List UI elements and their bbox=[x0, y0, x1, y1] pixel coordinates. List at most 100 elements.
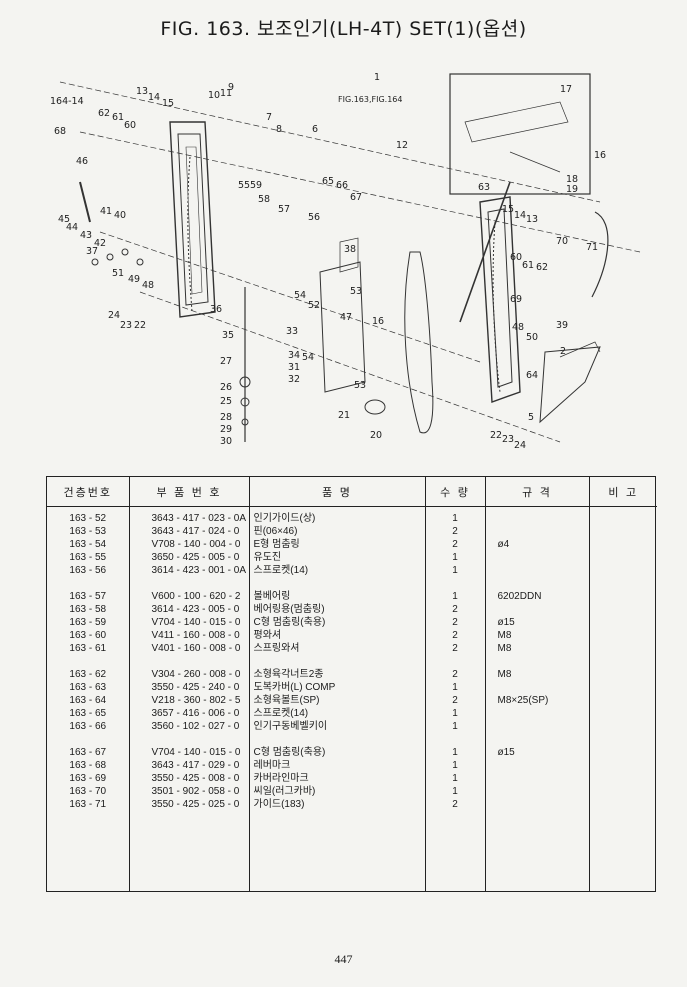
table-cell-part-name: 카버라인마크 bbox=[253, 773, 309, 784]
table-cell-code: 163 - 66 bbox=[69, 721, 107, 732]
table-cell-part-name: 볼베어링 bbox=[253, 591, 291, 602]
table-cell-part-number: V704 - 140 - 015 - 0 bbox=[151, 747, 241, 758]
callout-label: 68 bbox=[54, 126, 66, 137]
table-cell-part-name: 인기구동베벨키이 bbox=[253, 721, 328, 732]
table-cell-part-name: 소형육볼트(SP) bbox=[253, 695, 320, 706]
table-cell-quantity: 2 bbox=[452, 617, 458, 628]
table-cell-spec: M8×25(SP) bbox=[497, 695, 549, 706]
callout-label: 42 bbox=[94, 238, 106, 249]
callout-label: 164-14 bbox=[50, 96, 84, 107]
table-cell-code: 163 - 65 bbox=[69, 708, 107, 719]
table-cell-part-number: V304 - 260 - 008 - 0 bbox=[151, 669, 241, 680]
table-cell-part-number: 3643 - 417 - 023 - 0A bbox=[151, 513, 247, 524]
callout-label: 16 bbox=[594, 150, 606, 161]
group-spacer bbox=[498, 577, 589, 590]
callout-label: 51 bbox=[112, 268, 124, 279]
callout-ref-label: FIG.163,FIG.164 bbox=[338, 95, 403, 104]
callout-label: 21 bbox=[338, 410, 350, 421]
table-cell-part-number: 3550 - 425 - 008 - 0 bbox=[151, 773, 240, 784]
callout-label: 7 bbox=[266, 112, 272, 123]
table-cell-part-number: 3650 - 425 - 005 - 0 bbox=[151, 552, 240, 563]
table-cell-part-number: 3657 - 416 - 006 - 0 bbox=[151, 708, 240, 719]
table-cell-part-number: V401 - 160 - 008 - 0 bbox=[151, 643, 241, 654]
table-cell-code: 163 - 57 bbox=[69, 591, 107, 602]
callout-label: 5 bbox=[528, 412, 534, 423]
callout-label: 6 bbox=[312, 124, 318, 135]
callout-label: 15 bbox=[502, 204, 514, 215]
table-cell-spec bbox=[498, 720, 589, 733]
callout-label: 13 bbox=[526, 214, 538, 225]
callout-label: 34 bbox=[288, 350, 300, 361]
callout-label: 36 bbox=[210, 304, 222, 315]
table-cell-code: 163 - 54 bbox=[69, 539, 107, 550]
table-cell-code: 163 - 59 bbox=[69, 617, 107, 628]
group-spacer bbox=[254, 655, 425, 668]
table-cell-part-number: 3550 - 425 - 240 - 0 bbox=[151, 682, 240, 693]
callout-label: 31 bbox=[288, 362, 300, 373]
page-number: 447 bbox=[334, 952, 353, 966]
table-cell-quantity: 2 bbox=[452, 799, 458, 810]
table-cell-quantity: 2 bbox=[452, 630, 458, 641]
table-cell-part-number: 3614 - 423 - 001 - 0A bbox=[151, 565, 247, 576]
table-cell-part-name: 소형육각너트2종 bbox=[253, 669, 324, 680]
group-spacer bbox=[47, 577, 129, 590]
column-header-code: 건층번호 bbox=[47, 477, 130, 507]
table-cell-part-number: 3560 - 102 - 027 - 0 bbox=[151, 721, 240, 732]
callout-label: 49 bbox=[128, 274, 140, 285]
callout-label: 50 bbox=[526, 332, 538, 343]
callout-label: 65 bbox=[322, 176, 334, 187]
table-cell-code: 163 - 69 bbox=[69, 773, 107, 784]
callout-label: 30 bbox=[220, 436, 232, 447]
column-header-part-no: 부 품 번 호 bbox=[129, 477, 250, 507]
table-cell-code: 163 - 62 bbox=[69, 669, 107, 680]
table-cell-code: 163 - 70 bbox=[69, 786, 107, 797]
table-cell-code: 163 - 68 bbox=[69, 760, 107, 771]
table-cell-part-name: 레버마크 bbox=[253, 760, 291, 771]
table-cell-code: 163 - 60 bbox=[69, 630, 107, 641]
group-spacer bbox=[426, 577, 485, 590]
callout-label: 23 bbox=[502, 434, 514, 445]
callout-label: 57 bbox=[278, 204, 290, 215]
group-spacer bbox=[152, 733, 249, 746]
callout-label: 62 bbox=[536, 262, 548, 273]
table-cell-quantity: 2 bbox=[452, 539, 458, 550]
callout-label: 44 bbox=[66, 222, 78, 233]
callout-label: 46 bbox=[76, 156, 88, 167]
table-cell-spec bbox=[498, 772, 589, 785]
table-cell-part-number: V704 - 140 - 015 - 0 bbox=[151, 617, 241, 628]
group-spacer bbox=[498, 655, 589, 668]
table-cell-code: 163 - 55 bbox=[69, 552, 107, 563]
callout-label: 43 bbox=[80, 230, 92, 241]
table-cell-quantity: 1 bbox=[452, 513, 458, 524]
table-cell-part-name: 유도진 bbox=[253, 552, 282, 563]
table-cell-quantity: 2 bbox=[452, 695, 458, 706]
callout-label: 16 bbox=[372, 316, 384, 327]
callout-label: 28 bbox=[220, 412, 232, 423]
callout-label: 18 bbox=[566, 174, 578, 185]
table-cell-spec: M8 bbox=[497, 669, 512, 680]
table-cell-quantity: 1 bbox=[452, 747, 458, 758]
table-cell-spec bbox=[498, 525, 589, 538]
callout-label: 61 bbox=[522, 260, 534, 271]
callout-label: 48 bbox=[512, 322, 524, 333]
callout-label: 13 bbox=[136, 86, 148, 97]
callout-label: 33 bbox=[286, 326, 298, 337]
callout-label: 29 bbox=[220, 424, 232, 435]
callout-label: 38 bbox=[344, 244, 356, 255]
table-cell-code: 163 - 52 bbox=[69, 513, 107, 524]
table-cell-quantity: 2 bbox=[452, 643, 458, 654]
callout-label: 64 bbox=[526, 370, 538, 381]
callout-label: 67 bbox=[350, 192, 362, 203]
table-cell-spec: 6202DDN bbox=[497, 591, 542, 602]
callout-label: 54 bbox=[294, 290, 306, 301]
table-cell-code: 163 - 61 bbox=[69, 643, 107, 654]
callout-label: 35 bbox=[222, 330, 234, 341]
callout-label: 32 bbox=[288, 374, 300, 385]
table-cell-code: 163 - 64 bbox=[69, 695, 107, 706]
group-spacer bbox=[254, 577, 425, 590]
remarks-column bbox=[590, 507, 658, 512]
callout-label: 53 bbox=[354, 380, 366, 391]
callout-label: 60 bbox=[124, 120, 136, 131]
callout-label: 9 bbox=[228, 82, 234, 93]
